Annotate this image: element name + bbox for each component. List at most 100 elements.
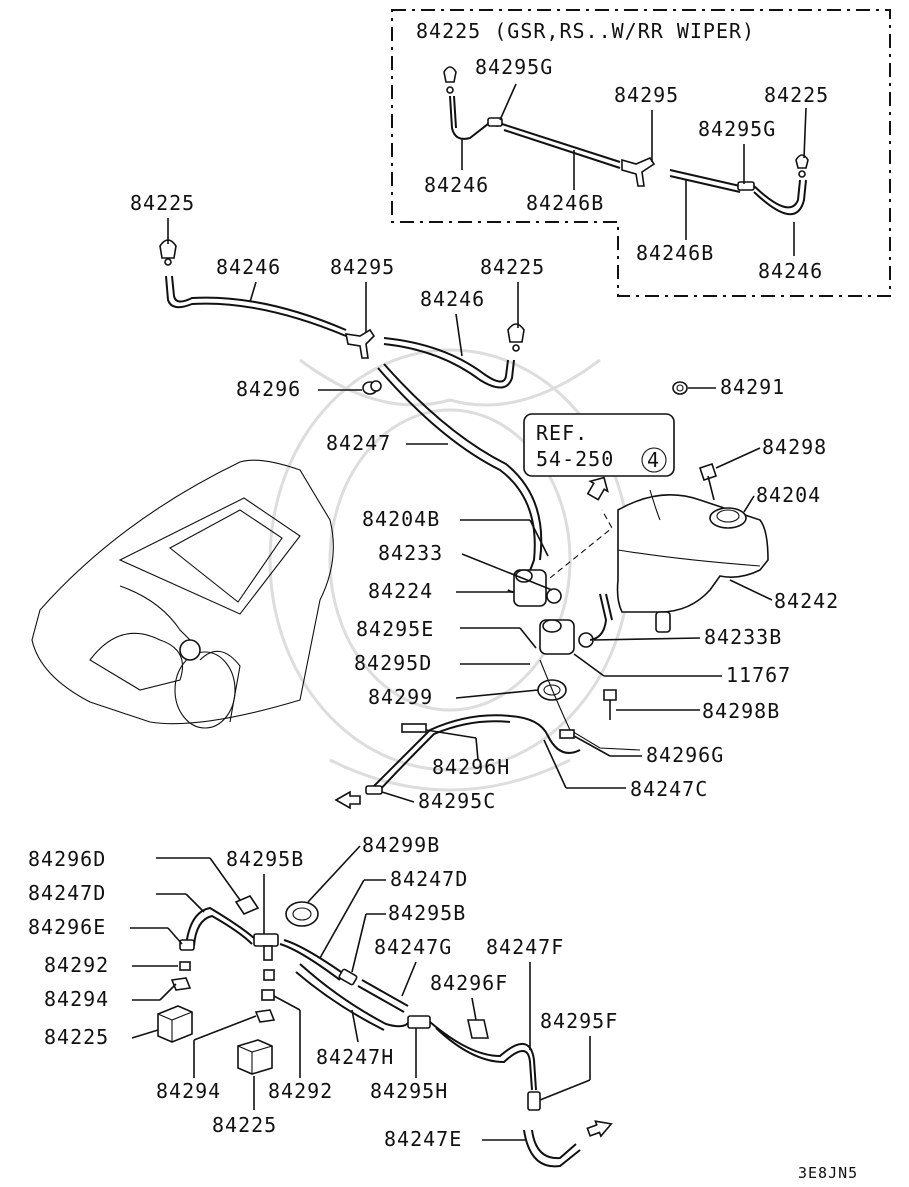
joint-84295C bbox=[365, 785, 383, 795]
callout-84298: 84298 bbox=[762, 435, 827, 459]
hose-84246-left bbox=[165, 275, 347, 337]
joint-84295G-inset-right bbox=[737, 181, 755, 191]
joint-84295H bbox=[407, 1015, 431, 1029]
nozzle-84225-left bbox=[159, 239, 177, 266]
ref-page: 54-250 bbox=[536, 447, 614, 471]
hose-84246-inset-right bbox=[753, 179, 807, 216]
ref-circle-number: 4 bbox=[647, 448, 660, 472]
inset-label-84295: 84295 bbox=[614, 83, 679, 107]
flow-arrow-icon-upper bbox=[334, 790, 361, 810]
ref-label: REF. bbox=[536, 421, 588, 445]
inset-header: 84225 (GSR,RS..W/RR WIPER) bbox=[416, 19, 755, 43]
bolt-84298 bbox=[698, 462, 718, 501]
callout-11767: 11767 bbox=[726, 663, 791, 687]
clamp-84299B bbox=[285, 901, 319, 927]
pump-84224 bbox=[513, 569, 547, 607]
diagram-code: 3E8JN5 bbox=[798, 1164, 858, 1182]
callout-84247: 84247 bbox=[326, 431, 391, 455]
callout-84296D: 84296D bbox=[28, 847, 106, 871]
callout-84292-left: 84292 bbox=[44, 953, 109, 977]
hose-84246B-inset-left bbox=[501, 123, 621, 169]
callout-84204: 84204 bbox=[756, 483, 821, 507]
rear-wiper-inset: 84225 (GSR,RS..W/RR WIPER) 84295G 84295 … bbox=[391, 9, 891, 297]
callout-84299B: 84299B bbox=[362, 833, 440, 857]
joint-84295B-b bbox=[338, 968, 358, 986]
callout-84295B-b: 84295B bbox=[388, 901, 466, 925]
callout-84295E: 84295E bbox=[356, 617, 434, 641]
headlamp-washer-hoses: 84296D 84295B 84299B 84247D 84247D 84295… bbox=[28, 833, 618, 1168]
reference-box: REF. 54-250 4 bbox=[523, 413, 675, 501]
hose-84246-right bbox=[383, 337, 515, 389]
clip-84296G bbox=[559, 729, 575, 739]
callout-84204B: 84204B bbox=[362, 507, 440, 531]
grommet-84291 bbox=[672, 381, 688, 395]
tank-outlet-hose bbox=[589, 593, 613, 641]
car-front-outline bbox=[31, 459, 334, 729]
callout-84298B: 84298B bbox=[702, 699, 780, 723]
hose-84247D-right bbox=[279, 939, 345, 981]
inset-label-84295G: 84295G bbox=[475, 55, 553, 79]
hose-84247E bbox=[523, 1129, 581, 1168]
callout-84296F: 84296F bbox=[430, 971, 508, 995]
inset-label-84246-right: 84246 bbox=[758, 259, 823, 283]
nozzle-84225-right bbox=[507, 323, 525, 352]
callout-84247D-left: 84247D bbox=[28, 881, 106, 905]
hose-84247H bbox=[295, 963, 411, 1031]
hose-84247D-left bbox=[185, 906, 255, 947]
clip-84292-center bbox=[263, 969, 275, 981]
callout-84233B: 84233B bbox=[704, 625, 782, 649]
callout-84233: 84233 bbox=[378, 541, 443, 565]
hose-84247C bbox=[369, 714, 581, 795]
tank-cap-84204 bbox=[709, 507, 747, 529]
inset-label-84295G-right: 84295G bbox=[698, 117, 776, 141]
inset-label-84246: 84246 bbox=[424, 173, 489, 197]
callout-84247H: 84247H bbox=[316, 1045, 394, 1069]
callout-84295F: 84295F bbox=[540, 1009, 618, 1033]
callout-84292-right: 84292 bbox=[268, 1079, 333, 1103]
clip-84294-right bbox=[254, 1009, 276, 1023]
callout-84295: 84295 bbox=[330, 255, 395, 279]
grommet-84233 bbox=[546, 588, 562, 604]
joint-84295F bbox=[527, 1091, 541, 1111]
clip-84296 bbox=[362, 380, 382, 395]
callout-84299: 84299 bbox=[368, 685, 433, 709]
bolt-84298B bbox=[603, 689, 617, 720]
clip-84296F bbox=[467, 1019, 489, 1039]
tee-84295-front bbox=[344, 328, 376, 359]
ref-arrow-icon bbox=[586, 476, 609, 501]
nozzle-84225-inset-left bbox=[443, 66, 457, 94]
callout-84247F: 84247F bbox=[486, 935, 564, 959]
clip-84296D bbox=[234, 895, 260, 915]
callout-84225-lower-right: 84225 bbox=[212, 1113, 277, 1137]
callout-84296G: 84296G bbox=[646, 743, 724, 767]
callout-84291: 84291 bbox=[720, 375, 785, 399]
clip-84296H bbox=[401, 723, 427, 733]
flow-arrow-icon-lower bbox=[586, 1120, 613, 1138]
joint-84295G-inset-left bbox=[487, 117, 503, 127]
callout-84295D: 84295D bbox=[354, 651, 432, 675]
inset-label-84225: 84225 bbox=[764, 83, 829, 107]
front-washer-hoses: 84225 84246 84295 84225 84246 84296 8429… bbox=[130, 191, 785, 593]
callout-84296H: 84296H bbox=[432, 755, 510, 779]
callout-84224: 84224 bbox=[368, 579, 433, 603]
callout-84296: 84296 bbox=[236, 377, 301, 401]
inset-label-84246B-right: 84246B bbox=[636, 241, 714, 265]
callout-84225-lower-left: 84225 bbox=[44, 1025, 109, 1049]
hose-84246-inset-left bbox=[449, 95, 499, 140]
callout-84225-left: 84225 bbox=[130, 191, 195, 215]
callout-84246-left: 84246 bbox=[216, 255, 281, 279]
callout-84247D-right: 84247D bbox=[390, 867, 468, 891]
callout-84295C: 84295C bbox=[418, 789, 496, 813]
nozzle-84225-inset-right bbox=[795, 154, 809, 178]
tee-84295B bbox=[253, 933, 279, 961]
callout-84225-right: 84225 bbox=[480, 255, 545, 279]
callout-84247E: 84247E bbox=[384, 1127, 462, 1151]
callout-84295B: 84295B bbox=[226, 847, 304, 871]
tee-84295-inset bbox=[621, 157, 656, 187]
callout-84294-left: 84294 bbox=[44, 987, 109, 1011]
nozzle-84225-lower-right bbox=[237, 1039, 273, 1075]
ref-dashed-line bbox=[549, 509, 613, 579]
callout-84295H: 84295H bbox=[370, 1079, 448, 1103]
pump-11767 bbox=[539, 619, 575, 655]
